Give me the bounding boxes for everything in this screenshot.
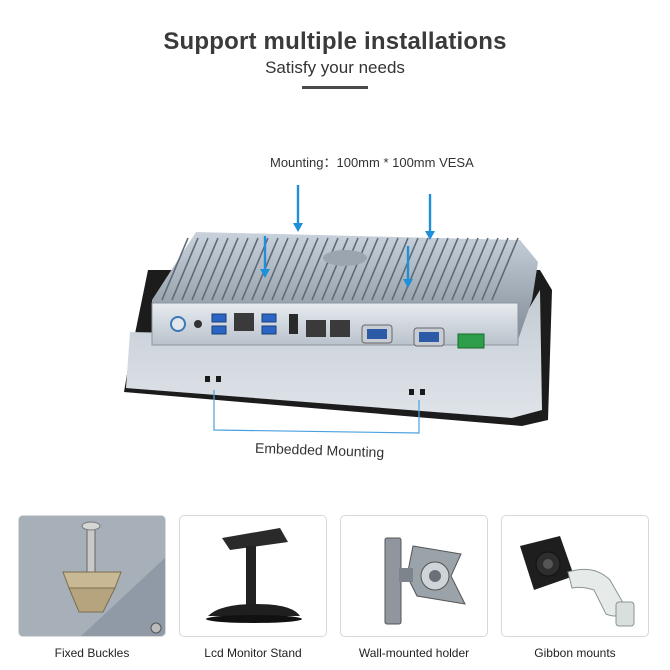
heatsink-fin	[381, 237, 409, 301]
heatsink-fin	[191, 237, 219, 301]
mounting-tray	[126, 290, 542, 418]
heatsink-fin	[271, 237, 299, 301]
heatsink-fin	[401, 237, 429, 301]
heatsink-fin	[291, 237, 319, 301]
heatsink-fin	[351, 237, 379, 301]
heatsink-fin	[301, 237, 329, 301]
fixed-buckles-label: Fixed Buckles	[54, 646, 130, 660]
wall-mounted-holder-label: Wall-mounted holder	[358, 646, 470, 660]
embedded-mount-slots	[205, 376, 425, 395]
heatsink-fin	[451, 237, 479, 301]
power-button-icon	[170, 316, 186, 332]
embedded-mount-bracket	[213, 390, 420, 434]
power-terminal	[457, 333, 485, 349]
page-subtitle: Satisfy your needs	[265, 58, 405, 77]
audio-jack-icon	[194, 320, 202, 328]
heatsink-fin	[161, 237, 189, 301]
heatsink-fin	[201, 237, 229, 301]
heatsink-fin	[171, 237, 199, 301]
heatsink-fin	[441, 237, 469, 301]
heatsink-fin	[491, 237, 519, 301]
vesa-mounting-label: Mounting：100mm * 100mm VESA	[270, 155, 474, 170]
heatsink-fin	[241, 237, 269, 301]
heatsink-fin	[411, 237, 439, 301]
gibbon-mounts-label: Gibbon mounts	[534, 646, 616, 660]
lan-ports	[234, 313, 350, 337]
heatsink-fin	[281, 237, 309, 301]
page-title: Support multiple installations	[163, 28, 507, 55]
vesa-arrow-icon	[260, 269, 270, 278]
fixed-buckle-icon	[19, 516, 165, 636]
heatsink-fin	[481, 237, 509, 301]
serial-ports	[361, 324, 445, 347]
hdmi-port	[289, 314, 298, 334]
gibbon-mount-icon	[520, 536, 635, 627]
heatsink-fin	[341, 237, 369, 301]
heatsink-center-hub	[323, 250, 367, 266]
heatsink-fin	[431, 237, 459, 301]
heatsink-fin	[421, 237, 449, 301]
usb-ports	[211, 313, 277, 335]
lcd-monitor-stand-label: Lcd Monitor Stand	[204, 646, 302, 660]
wall-mounted-holder-card[interactable]	[340, 515, 488, 637]
heatsink-fin	[391, 237, 419, 301]
heatsink-fin	[231, 237, 259, 301]
monitor-stand-icon	[206, 528, 302, 623]
gibbon-mounts-card[interactable]	[501, 515, 649, 637]
heatsink-fin	[321, 237, 349, 301]
heatsink-fin	[361, 237, 389, 301]
heatsink-fin	[221, 237, 249, 301]
heatsink-fin	[471, 237, 499, 301]
heatsink-fin	[211, 237, 239, 301]
vesa-arrows	[260, 185, 435, 288]
heatsink-fin	[461, 237, 489, 301]
wall-mount-icon	[384, 537, 466, 625]
heatsink-fin	[311, 237, 339, 301]
vesa-arrow-icon	[403, 279, 413, 288]
heatsink-fin	[261, 237, 289, 301]
fixed-buckles-card[interactable]	[18, 515, 166, 637]
vesa-arrow-icon	[293, 223, 303, 232]
heatsink-fin	[371, 237, 399, 301]
lcd-monitor-stand-card[interactable]	[179, 515, 327, 637]
panel-pc-rear-illustration	[124, 185, 552, 434]
heatsink-fins	[161, 237, 519, 301]
title-underline	[302, 86, 368, 89]
heatsink-fin	[181, 237, 209, 301]
heatsink-fin	[331, 237, 359, 301]
vesa-arrow-icon	[425, 231, 435, 240]
